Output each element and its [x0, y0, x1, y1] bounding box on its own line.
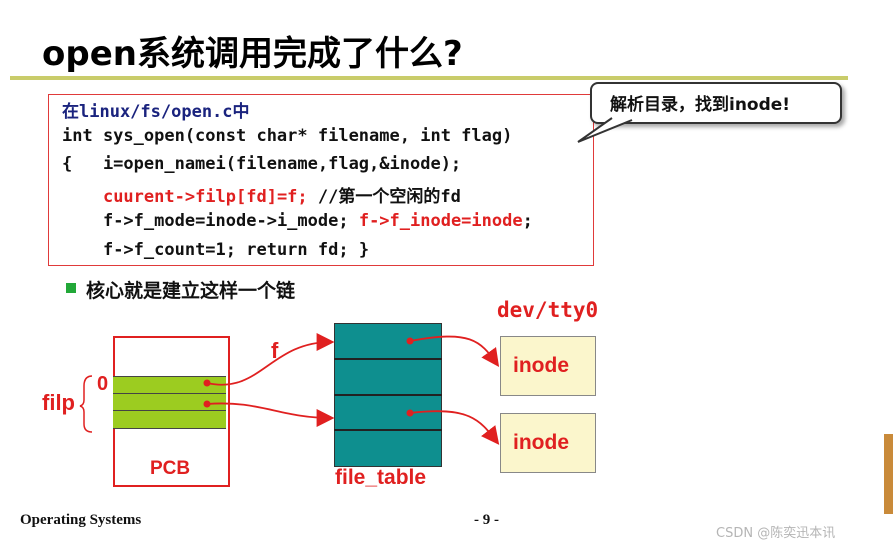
code-line-count: f->f_count=1; return fd; } — [62, 240, 369, 260]
file-table-label: file_table — [335, 466, 427, 489]
inode-label-bottom: inode — [513, 431, 569, 454]
code-count-return: f->f_count=1; return fd; } — [102, 240, 370, 260]
index-zero-label: 0 — [97, 373, 109, 395]
code-semicolon: ; — [522, 211, 533, 231]
callout-tail — [577, 117, 633, 143]
code-inode-assign: f->f_inode=inode — [358, 211, 523, 231]
code-file-line: 在linux/fs/open.c中 — [62, 102, 250, 122]
title-divider — [10, 76, 848, 80]
filp-slot-2 — [113, 410, 226, 429]
filp-slot-1 — [113, 393, 226, 411]
code-box — [48, 94, 594, 266]
footer-page-number: - 9 - — [474, 512, 499, 528]
filp-slot-0 — [113, 376, 226, 394]
f-label: f — [271, 338, 279, 363]
footer-course: Operating Systems — [20, 512, 142, 528]
code-filp-comment: //第一个空闲的fd — [307, 187, 461, 207]
bullet-text: 核心就是建立这样一个链 — [86, 280, 296, 302]
code-line-signature: int sys_open(const char* filename, int f… — [62, 126, 513, 146]
arrow-filp0-to-file — [206, 333, 335, 386]
inode-box-bottom — [500, 413, 596, 473]
arrow-file-to-inode-bottom — [409, 410, 500, 445]
code-mode-assign: f->f_mode=inode->i_mode; — [102, 211, 359, 231]
code-filp-assign: cuurent->filp[fd]=f; — [102, 187, 308, 207]
slide-title: open系统调用完成了什么? — [42, 34, 463, 74]
code-line-namei: { i=open_namei(filename,flag,&inode); — [62, 154, 462, 174]
filp-brace — [79, 375, 93, 433]
code-line-mode: f->f_mode=inode->i_mode; f->f_inode=inod… — [62, 211, 533, 231]
pcb-label: PCB — [150, 458, 191, 479]
arrow-filp1-to-file — [206, 402, 335, 427]
arrow-file-to-inode-top — [409, 335, 500, 367]
inode-box-top — [500, 336, 596, 396]
dev-label: dev/tty0 — [497, 298, 599, 322]
side-thumbnail — [884, 434, 893, 514]
file-table-divider — [334, 358, 442, 360]
file-table-divider — [334, 429, 442, 431]
code-line-filp: cuurent->filp[fd]=f; //第一个空闲的fd — [62, 182, 461, 207]
file-table-divider — [334, 394, 442, 396]
filp-label: filp — [42, 390, 75, 415]
watermark: CSDN @陈奕迅本讯 — [716, 526, 836, 541]
bullet-square-icon — [66, 283, 76, 293]
inode-label-top: inode — [513, 354, 569, 377]
callout-text: 解析目录，找到inode! — [610, 95, 791, 115]
callout-bubble — [590, 82, 842, 124]
